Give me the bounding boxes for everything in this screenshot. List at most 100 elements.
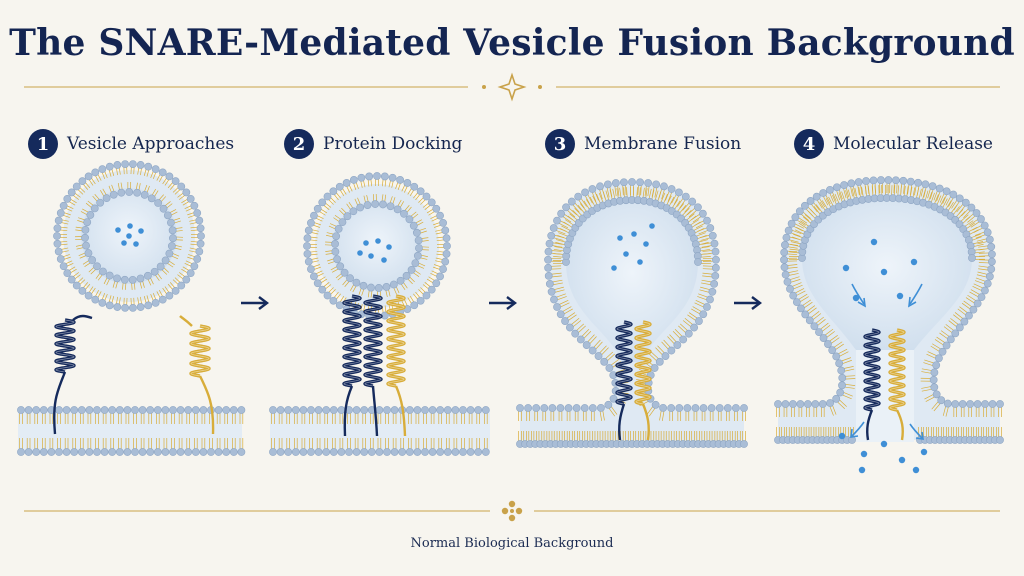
lipid-head — [660, 182, 668, 191]
lower-lipid-leaflet — [774, 427, 856, 444]
lipid-head — [574, 192, 583, 201]
lipid-head — [436, 272, 444, 281]
lipid-head — [652, 180, 661, 189]
lipid-head — [824, 340, 832, 348]
molecule-dot — [852, 294, 860, 302]
lipid-head — [416, 296, 425, 305]
lipid-head — [838, 381, 846, 390]
lipid-head — [973, 299, 982, 308]
lipid-head — [869, 176, 878, 185]
lipid-head — [699, 310, 708, 319]
lipid-head — [345, 448, 353, 456]
lipid-head — [367, 283, 375, 292]
lipid-head — [441, 257, 450, 266]
lipid-head — [413, 448, 422, 456]
lipid-head — [832, 394, 841, 403]
lipid-head — [899, 176, 908, 185]
lipid-head — [276, 406, 285, 414]
lipid-head — [801, 201, 809, 210]
lipid-head — [113, 161, 122, 169]
outer-lipid-leaflet — [516, 178, 748, 421]
lipid-head — [581, 188, 589, 197]
lipid-head — [337, 448, 346, 456]
lipid-head — [451, 406, 460, 414]
lipid-head — [214, 448, 223, 456]
lipid-head — [439, 265, 447, 274]
lipid-head — [723, 404, 732, 412]
lipid-head — [414, 236, 423, 245]
lipid-head — [442, 249, 451, 258]
lipid-head — [981, 286, 989, 295]
lipid-head — [556, 310, 565, 319]
inner-lipid-leaflet — [788, 184, 986, 262]
lipid-head — [84, 249, 93, 257]
lipid-head — [138, 448, 147, 456]
lipid-head — [98, 298, 107, 307]
lipid-head — [694, 258, 702, 266]
molecule-dot — [649, 223, 655, 229]
lipid-head — [797, 304, 805, 313]
lipid-head — [269, 406, 277, 414]
lipid-head — [70, 448, 79, 456]
lipid-head — [78, 177, 87, 186]
lipid-head — [410, 301, 419, 310]
lipid-head — [168, 226, 177, 235]
lipid-head — [774, 400, 782, 408]
step-2-header: 2 Protein Docking — [284, 129, 462, 159]
lipid-head — [688, 197, 697, 206]
lipid-head — [428, 406, 437, 414]
lipid-head — [59, 262, 68, 271]
lipid-head — [105, 271, 114, 280]
lipid-head — [136, 161, 145, 169]
lipid-head — [159, 204, 168, 213]
lipid-head — [352, 278, 361, 287]
lipid-head — [338, 218, 347, 227]
lipid-head — [862, 177, 870, 185]
lipid-head — [352, 448, 361, 456]
lipid-head — [17, 406, 25, 414]
lipid-head — [413, 251, 422, 260]
lipid-head — [402, 271, 411, 280]
lipid-head — [977, 215, 985, 223]
lipid-head — [113, 303, 122, 311]
lipid-head — [605, 364, 614, 372]
lipid-head — [811, 400, 820, 408]
molecule-dot — [126, 233, 132, 239]
molecule-dot — [115, 227, 121, 233]
molecule-dot — [138, 228, 144, 234]
lipid-head — [710, 279, 719, 288]
lipid-head — [389, 280, 398, 289]
lipid-head — [54, 247, 63, 256]
lipid-head — [329, 296, 338, 305]
lipid-head — [600, 357, 609, 366]
lipid-head — [63, 194, 72, 203]
lipid-head — [695, 317, 703, 325]
molecule-dot — [623, 251, 629, 257]
lipid-head — [24, 406, 33, 414]
lipid-head — [307, 218, 315, 227]
lipid-head — [708, 231, 717, 240]
lipid-head — [806, 197, 815, 205]
lipid-head — [144, 162, 153, 171]
lipid-head — [171, 286, 180, 295]
lipid-head — [427, 285, 436, 294]
lipid-head — [91, 295, 100, 304]
lipid-head — [411, 259, 420, 268]
lipid-head — [459, 448, 467, 456]
lipid-head — [884, 176, 893, 184]
molecule-dot — [896, 292, 904, 300]
sparkle-ornament-icon — [497, 72, 527, 102]
lipid-head — [333, 255, 342, 264]
lipid-head — [383, 406, 391, 414]
lipid-head — [367, 448, 376, 456]
lipid-head — [784, 226, 793, 235]
lipid-head — [284, 406, 293, 414]
snare-protein-navy — [342, 294, 362, 388]
lipid-head — [62, 448, 71, 456]
lipid-head — [691, 404, 700, 412]
lipid-head — [694, 203, 702, 212]
lipid-head — [805, 316, 814, 325]
lipid-head — [184, 406, 193, 414]
lipid-head — [996, 436, 1004, 444]
